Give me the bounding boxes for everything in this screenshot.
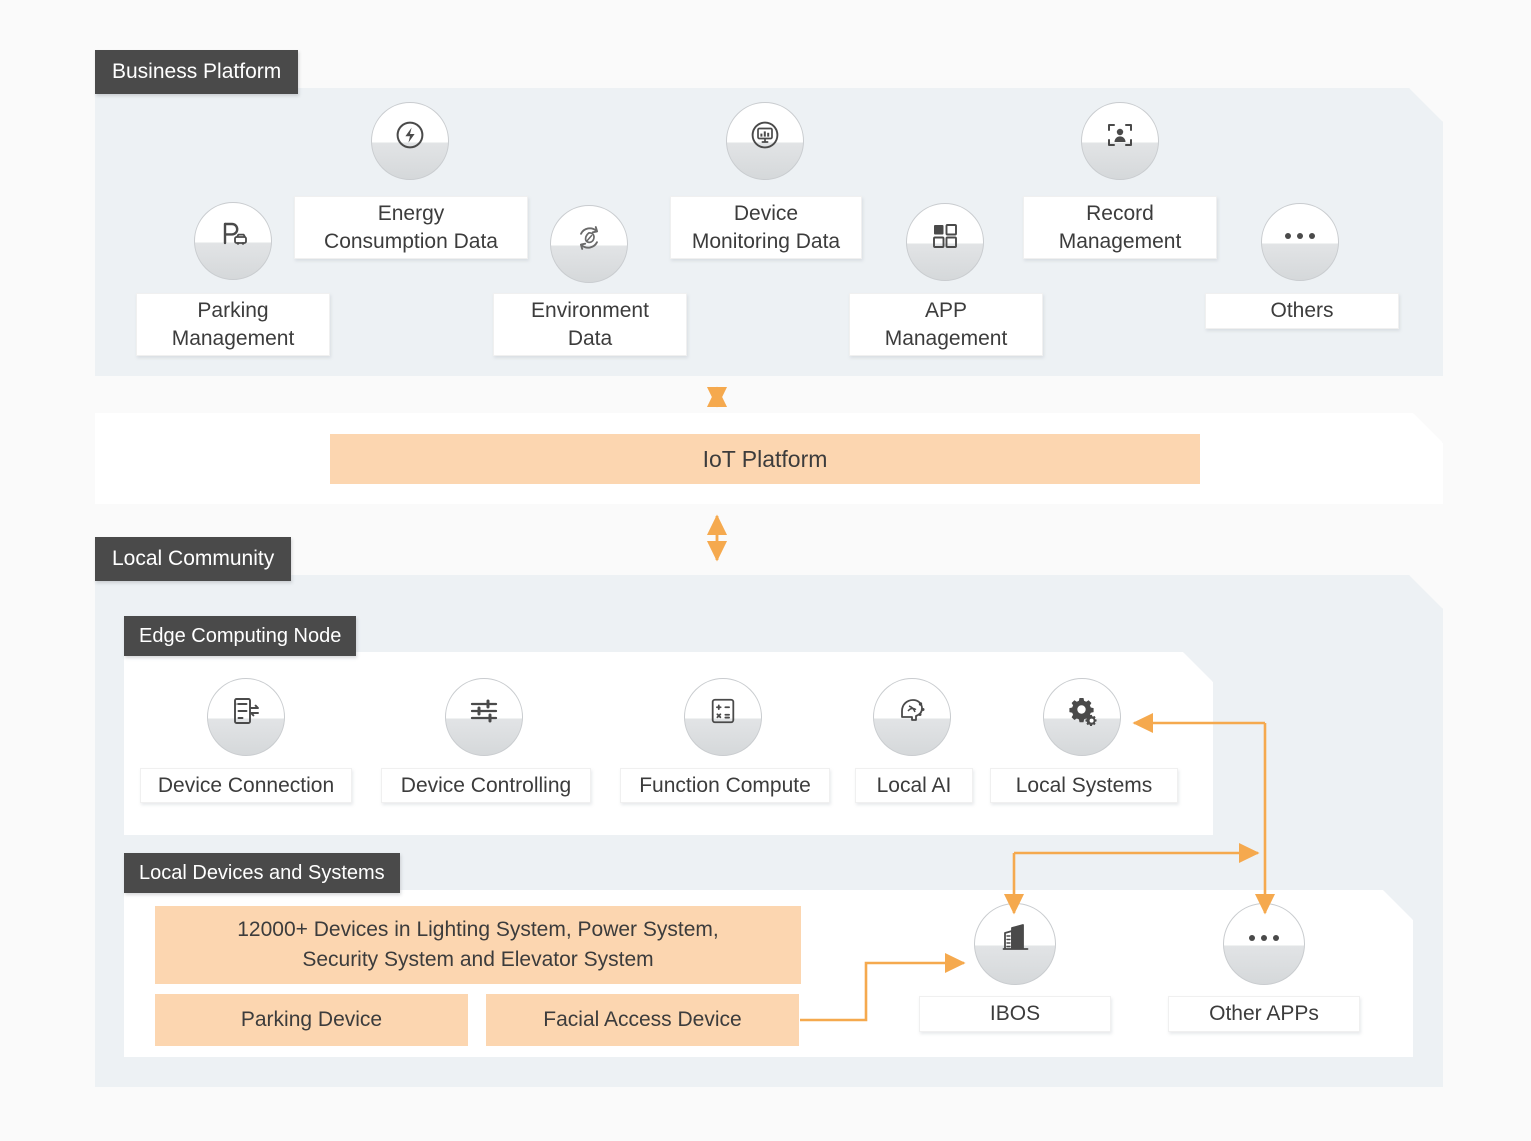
iot-platform-label: IoT Platform <box>702 446 828 472</box>
local-devices-and-systems-tag: Local Devices and Systems <box>124 853 400 893</box>
chip-text: Others <box>1270 299 1334 322</box>
chip-text: APP Management <box>884 298 1008 350</box>
puck-body <box>1223 903 1305 985</box>
node-label-device-monitoring-data[interactable]: Device Monitoring Data <box>670 196 862 259</box>
sliders-icon-puck <box>445 678 523 756</box>
node-label-others[interactable]: Others <box>1205 293 1399 329</box>
ellipsis-icon <box>1261 203 1339 281</box>
building-icon-puck <box>974 903 1056 985</box>
node-label-ibos[interactable]: IBOS <box>919 996 1111 1032</box>
obox-text: 12000+ Devices in Lighting System, Power… <box>237 918 719 971</box>
building-icon <box>974 903 1056 985</box>
environment-leaf-icon <box>550 205 628 283</box>
node-label-device-connection[interactable]: Device Connection <box>140 768 352 803</box>
chip-text: Local AI <box>876 773 952 797</box>
app-grid-icon-puck <box>906 203 984 281</box>
chip-text: Device Controlling <box>400 773 572 797</box>
edge-computing-node-panel <box>124 652 1213 835</box>
obox-text: Parking Device <box>240 1008 383 1031</box>
chip-text: Energy Consumption Data <box>324 201 498 253</box>
energy-bolt-icon <box>371 102 449 180</box>
chip-text: Other APPs <box>1209 1002 1319 1025</box>
chip-text: Local Systems <box>1015 773 1153 797</box>
puck-body <box>207 678 285 756</box>
chip-text: Device Connection <box>157 773 335 797</box>
node-label-other-apps[interactable]: Other APPs <box>1168 996 1360 1032</box>
node-label-record-management[interactable]: Record Management <box>1023 196 1217 259</box>
chip-text: Parking Management <box>171 298 295 350</box>
app-grid-icon <box>906 203 984 281</box>
node-label-local-ai[interactable]: Local AI <box>855 768 973 803</box>
local-community-tag: Local Community <box>95 537 292 581</box>
face-record-icon <box>1081 102 1159 180</box>
ai-head-icon-puck <box>873 678 951 756</box>
device-block-parking-device[interactable]: Parking Device <box>155 994 468 1046</box>
iot-platform-block[interactable]: IoT Platform <box>330 434 1200 484</box>
obox-text: Facial Access Device <box>543 1008 742 1031</box>
energy-bolt-icon-puck <box>371 102 449 180</box>
puck-body <box>371 102 449 180</box>
sliders-icon <box>445 678 523 756</box>
device-monitor-icon <box>726 102 804 180</box>
puck-body <box>194 202 272 280</box>
node-label-local-systems[interactable]: Local Systems <box>990 768 1178 803</box>
ellipsis-icon-puck-other-apps <box>1223 903 1305 985</box>
device-connection-icon-puck <box>207 678 285 756</box>
parking-icon-puck <box>194 202 272 280</box>
device-block-facial-access-device[interactable]: Facial Access Device <box>486 994 799 1046</box>
face-record-icon-puck <box>1081 102 1159 180</box>
ellipsis-icon-puck-others <box>1261 203 1339 281</box>
calculator-icon-puck <box>684 678 762 756</box>
chip-text: Environment Data <box>531 298 649 350</box>
calculator-icon <box>684 678 762 756</box>
business-platform-tag: Business Platform <box>95 50 299 94</box>
node-label-parking-management[interactable]: Parking Management <box>136 293 330 356</box>
device-block-main[interactable]: 12000+ Devices in Lighting System, Power… <box>155 906 801 984</box>
chip-text: IBOS <box>989 1002 1041 1025</box>
puck-body <box>906 203 984 281</box>
node-label-device-controlling[interactable]: Device Controlling <box>381 768 591 803</box>
node-label-energy-consumption-data[interactable]: Energy Consumption Data <box>294 196 528 259</box>
device-connection-icon <box>207 678 285 756</box>
puck-body <box>873 678 951 756</box>
parking-icon <box>194 202 272 280</box>
puck-body <box>684 678 762 756</box>
environment-leaf-icon-puck <box>550 205 628 283</box>
device-monitor-icon-puck <box>726 102 804 180</box>
puck-body <box>1261 203 1339 281</box>
ellipsis-icon <box>1223 903 1305 985</box>
node-label-function-compute[interactable]: Function Compute <box>620 768 830 803</box>
puck-body <box>550 205 628 283</box>
node-label-app-management[interactable]: APP Management <box>849 293 1043 356</box>
chip-text: Device Monitoring Data <box>691 201 841 253</box>
chip-text: Record Management <box>1058 201 1182 253</box>
gears-icon-puck <box>1043 678 1121 756</box>
node-label-environment-data[interactable]: Environment Data <box>493 293 687 356</box>
edge-computing-node-tag: Edge Computing Node <box>124 616 357 656</box>
chip-text: Function Compute <box>639 773 811 797</box>
gears-icon <box>1043 678 1121 756</box>
ai-head-icon <box>873 678 951 756</box>
